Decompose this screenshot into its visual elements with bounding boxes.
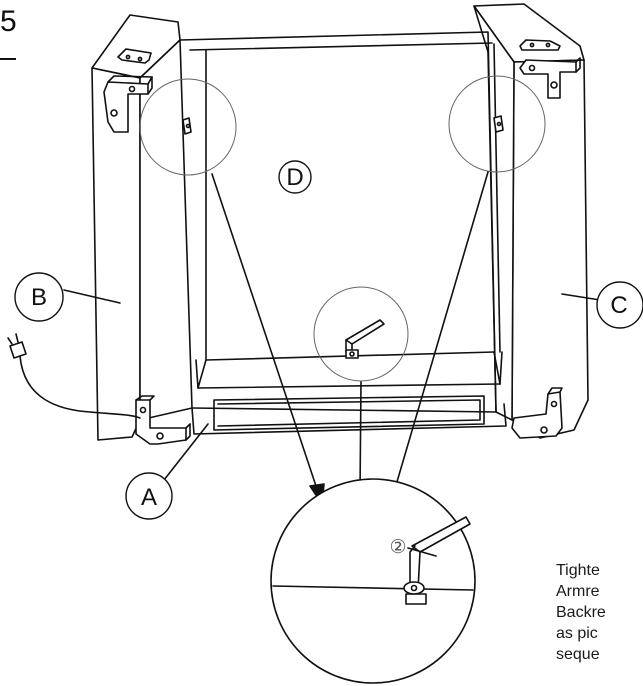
part-number-label: ② xyxy=(389,536,406,558)
instruction-line: as pic xyxy=(556,625,598,642)
instruction-line: seque xyxy=(556,646,600,663)
detail-circles xyxy=(139,75,546,382)
backrest-d xyxy=(179,31,504,413)
callout-a-label: A xyxy=(141,484,157,511)
instruction-line: Armre xyxy=(556,583,600,600)
right-armrest-c xyxy=(473,3,601,439)
hex-key-small xyxy=(345,319,385,359)
callout-c: C xyxy=(596,281,643,329)
left-armrest-b xyxy=(63,14,193,445)
callouts: B C D A ② xyxy=(14,160,643,558)
instruction-text: Tighte Armre Backre as pic seque xyxy=(556,560,643,665)
callout-b: B xyxy=(14,272,64,322)
callout-a: A xyxy=(125,472,173,520)
callout-c-label: C xyxy=(610,292,627,319)
instruction-line: Backre xyxy=(556,604,606,621)
step-underline xyxy=(0,58,16,60)
callout-d-label: D xyxy=(286,164,303,191)
instruction-line: Tighte xyxy=(556,562,600,579)
seat-frame-a xyxy=(163,351,507,481)
callout-d: D xyxy=(278,160,312,194)
callout-b-label: B xyxy=(31,284,47,311)
enlarged-detail xyxy=(270,478,476,684)
power-cord xyxy=(7,333,141,419)
step-number: 5 xyxy=(0,5,17,38)
